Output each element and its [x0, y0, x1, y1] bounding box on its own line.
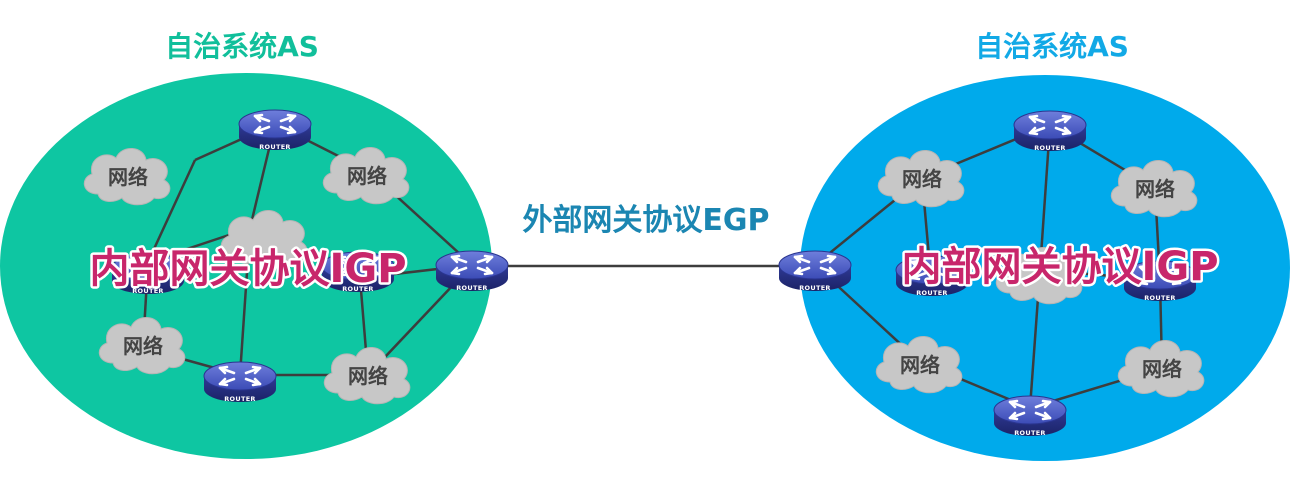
- network-cloud: 网络: [1110, 159, 1198, 218]
- svg-text:网络: 网络: [1142, 357, 1182, 381]
- svg-text:网络: 网络: [1135, 177, 1175, 201]
- right-as-title: 自治系统AS: [975, 30, 1129, 63]
- router-icon: ROUTER: [110, 252, 186, 296]
- svg-text:ROUTER: ROUTER: [456, 284, 488, 292]
- network-cloud: 网络: [1117, 339, 1205, 398]
- left-igp-label: 内部网关协议IGP: [89, 246, 406, 292]
- network-cloud: 网络: [322, 146, 410, 205]
- svg-text:ROUTER: ROUTER: [916, 289, 948, 297]
- router-icon: ROUTER: [237, 108, 313, 152]
- network-cloud: 网络: [877, 149, 965, 208]
- egp-label: 外部网关协议EGP: [522, 203, 769, 238]
- router-icon: ROUTER: [777, 249, 853, 293]
- svg-text:ROUTER: ROUTER: [1034, 144, 1066, 152]
- svg-text:网络: 网络: [900, 353, 940, 377]
- svg-text:ROUTER: ROUTER: [259, 143, 291, 151]
- svg-text:网络: 网络: [123, 334, 163, 358]
- router-icon: ROUTER: [320, 250, 396, 294]
- svg-text:ROUTER: ROUTER: [132, 287, 164, 295]
- network-cloud: 网络: [98, 316, 186, 375]
- router-icon: ROUTER: [1122, 259, 1198, 303]
- svg-text:ROUTER: ROUTER: [1144, 294, 1176, 302]
- svg-text:ROUTER: ROUTER: [1014, 429, 1046, 437]
- right-igp-label: 内部网关协议IGP: [901, 244, 1218, 290]
- router-icon: ROUTER: [894, 254, 970, 298]
- left-as-title: 自治系统AS: [165, 30, 319, 63]
- svg-text:ROUTER: ROUTER: [342, 285, 374, 293]
- svg-text:网络: 网络: [902, 167, 942, 191]
- router-icon: ROUTER: [202, 360, 278, 404]
- svg-text:ROUTER: ROUTER: [799, 284, 831, 292]
- network-cloud: 网络: [323, 346, 411, 405]
- left-autonomous-system: 自治系统AS 网络 网络: [0, 30, 510, 459]
- router-icon: ROUTER: [1012, 109, 1088, 153]
- svg-text:ROUTER: ROUTER: [224, 395, 256, 403]
- network-cloud: 网络: [83, 147, 171, 206]
- router-icon: ROUTER: [434, 249, 510, 293]
- right-autonomous-system: 自治系统AS 网络 网络: [777, 30, 1290, 461]
- svg-text:网络: 网络: [347, 164, 387, 188]
- svg-text:网络: 网络: [108, 165, 148, 189]
- network-cloud: 网络: [875, 335, 963, 394]
- svg-text:网络: 网络: [348, 364, 388, 388]
- router-icon: ROUTER: [992, 394, 1068, 438]
